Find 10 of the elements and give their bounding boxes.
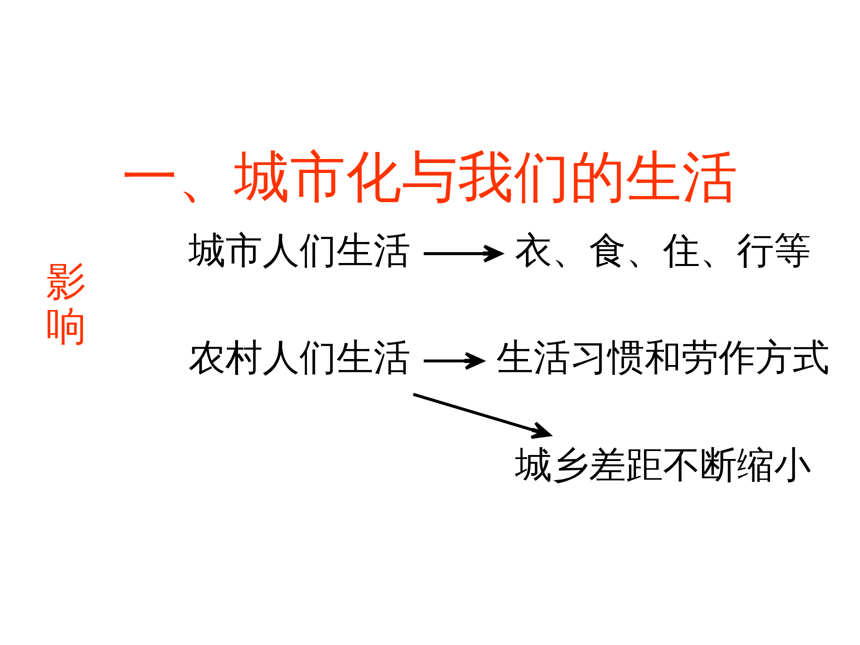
node-text: 城乡差距不断缩小 <box>515 443 812 486</box>
arrow <box>424 244 503 262</box>
diagram-title: 一、城市化与我们的生活 <box>122 144 738 210</box>
arrow <box>424 351 484 370</box>
node-text: 衣、食、住、行等 <box>515 228 812 272</box>
node-text: 城市人们生活 <box>188 228 411 272</box>
node-text: 农村人们生活 <box>188 336 411 379</box>
node-text: 生活习惯和劳作方式 <box>496 336 830 379</box>
arrow <box>412 392 551 438</box>
label: 影响 <box>46 256 87 350</box>
